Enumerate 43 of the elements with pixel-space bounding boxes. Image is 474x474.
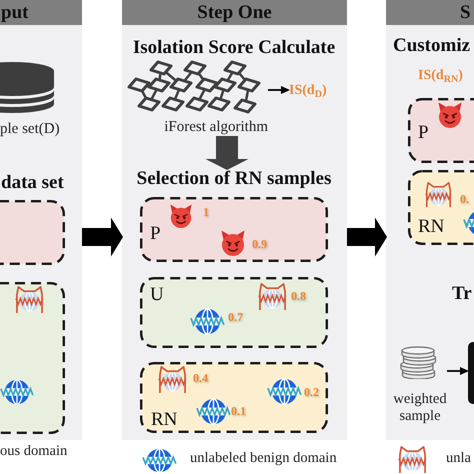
dataset-label: ple set(D): [0, 122, 60, 137]
step-header: put: [0, 0, 82, 25]
score-label: 0.9: [252, 238, 267, 250]
score-label: 0.2: [304, 386, 319, 398]
arrow: [268, 86, 290, 94]
sample-set-panel: [408, 98, 474, 163]
block-arrow: [206, 136, 248, 170]
section-heading: Tr: [452, 283, 472, 306]
score-label: 0.7: [228, 311, 243, 323]
set-label: RN: [418, 217, 444, 236]
section-heading: Isolation Score Calculate: [132, 37, 336, 60]
sample-set-panel: [0, 282, 65, 434]
sample-set-panel: [140, 277, 328, 348]
drawing-label: weighted sample: [393, 391, 447, 425]
score-label: 0.8: [291, 290, 306, 302]
set-label: P: [418, 123, 429, 142]
score-formula: IS(d$_{RN}$): [418, 68, 463, 85]
score-label: 0.: [460, 193, 469, 205]
legend-label: unlabeled benign domain: [190, 450, 337, 468]
set-label: U: [150, 285, 164, 304]
block-arrow: [82, 218, 123, 256]
score-formula: IS(d$_{D}$): [289, 83, 327, 100]
legend-label: ous domain: [0, 443, 68, 460]
legend-label: unla: [446, 450, 471, 468]
step-panel: [122, 0, 347, 440]
arrow: [447, 367, 469, 375]
block-arrow: [347, 218, 387, 256]
step-header: Step One: [122, 0, 347, 25]
section-heading: Customiz: [393, 35, 470, 58]
sample-set-panel: [140, 362, 328, 433]
score-label: 0.4: [193, 372, 208, 384]
score-label: 0.1: [231, 405, 246, 417]
sample-set-panel: [0, 200, 65, 265]
score-label: 1: [203, 206, 209, 218]
rounded-block: [468, 342, 474, 404]
step-header: S: [386, 0, 474, 25]
section-heading: Selection of RN samples: [136, 169, 332, 188]
drawing-label: iForest algorithm: [164, 120, 268, 135]
sample-set-panel: [408, 170, 474, 245]
sample-set-panel: [140, 197, 328, 262]
set-label: RN: [151, 410, 178, 429]
set-label: P: [150, 224, 161, 243]
section-heading: data set: [1, 172, 64, 195]
